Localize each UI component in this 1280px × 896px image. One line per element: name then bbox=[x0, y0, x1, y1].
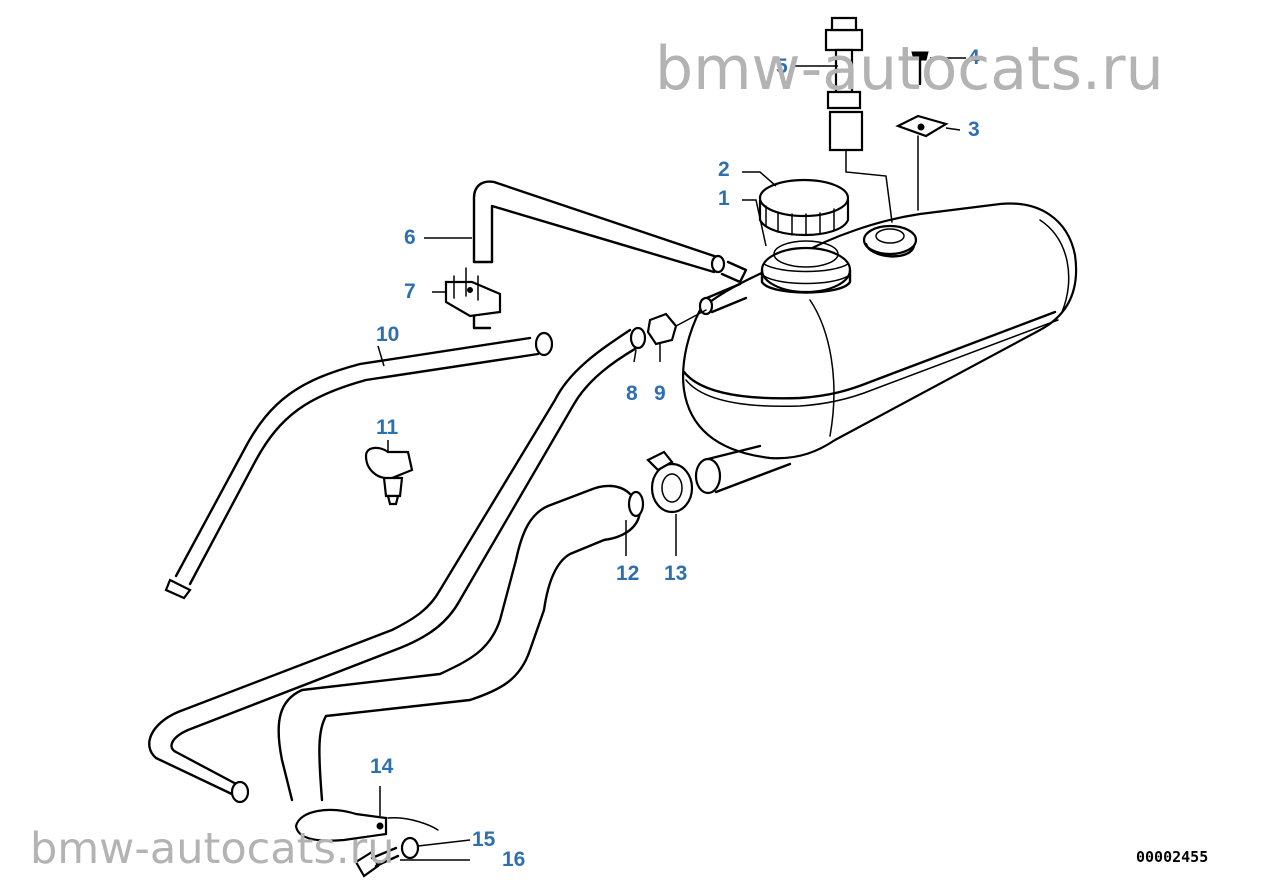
watermark-bottom: bmw-autocats.ru bbox=[30, 824, 395, 874]
screw[interactable] bbox=[911, 51, 929, 86]
filler-neck[interactable] bbox=[760, 240, 852, 294]
cap[interactable] bbox=[758, 178, 850, 236]
washer[interactable] bbox=[400, 836, 420, 860]
level-sensor[interactable] bbox=[824, 16, 893, 223]
hose-clip[interactable] bbox=[444, 267, 502, 330]
bracket[interactable] bbox=[294, 808, 439, 842]
diagram-code: 00002455 bbox=[1136, 848, 1209, 866]
hose-clamp[interactable] bbox=[646, 450, 694, 514]
pipe-clip[interactable] bbox=[364, 446, 414, 506]
callout-1: 1 bbox=[718, 187, 730, 210]
callout-12: 12 bbox=[616, 562, 640, 585]
nut-plate[interactable] bbox=[895, 114, 949, 211]
callout-3: 3 bbox=[968, 118, 980, 141]
callout-6: 6 bbox=[404, 226, 416, 249]
callout-9: 9 bbox=[654, 382, 666, 405]
watermark-top: bmw-autocats.ru bbox=[655, 34, 1164, 104]
callout-13: 13 bbox=[664, 562, 688, 585]
tank-spout[interactable] bbox=[694, 444, 792, 495]
tank-outlet-pipe[interactable] bbox=[698, 282, 748, 316]
leader-lines bbox=[377, 57, 966, 861]
vent-hose[interactable] bbox=[472, 180, 748, 284]
bolt[interactable] bbox=[354, 846, 400, 878]
callout-7: 7 bbox=[404, 280, 416, 303]
callout-8: 8 bbox=[626, 382, 638, 405]
callout-14: 14 bbox=[370, 755, 394, 778]
callout-16: 16 bbox=[502, 848, 526, 871]
return-hose[interactable] bbox=[148, 326, 647, 804]
coolant-hose[interactable] bbox=[277, 484, 645, 802]
callout-11: 11 bbox=[376, 416, 399, 439]
callout-10: 10 bbox=[376, 323, 400, 346]
callout-2: 2 bbox=[718, 158, 730, 181]
grommet[interactable] bbox=[862, 224, 918, 258]
callout-15: 15 bbox=[472, 828, 496, 851]
pipe[interactable] bbox=[164, 331, 554, 600]
callout-5: 5 bbox=[776, 55, 788, 78]
clamp-nut[interactable] bbox=[646, 309, 707, 346]
callout-4: 4 bbox=[968, 46, 980, 69]
